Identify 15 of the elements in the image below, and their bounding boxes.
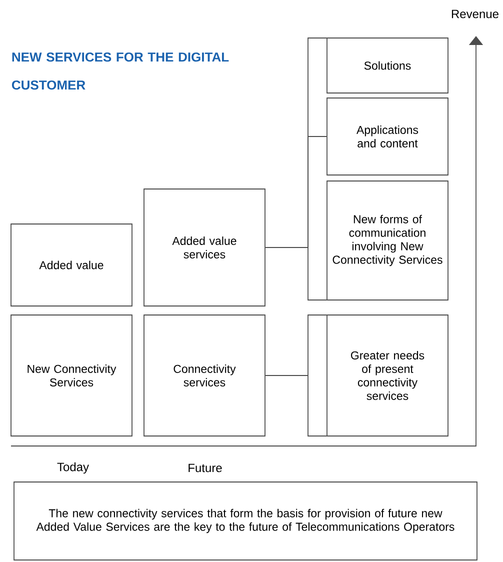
bracket-connector: [265, 247, 327, 300]
text-box: Solutions: [326, 38, 448, 94]
axis-label: Today: [57, 462, 89, 474]
text-box: Added value: [10, 224, 132, 306]
text-box: New forms of communication involving New Connectivity Services: [326, 180, 448, 300]
revenue-label: Revenue: [452, 10, 498, 18]
bracket-connector: [265, 314, 327, 436]
text-box: New Connectivity Services: [10, 314, 132, 436]
text-box: Connectivity services: [144, 314, 266, 436]
axis-label: Future: [188, 464, 222, 472]
note-box: The new connectivity services that form the basis for provision of future new Added Value Services are the key to the future of Telecommunications Operators: [14, 482, 478, 560]
text-box: Greater needs of present connectivity services: [326, 314, 448, 436]
title: NEW SERVICES FOR THE DIGITAL CUSTOMER: [12, 52, 229, 90]
text-box: Applications and content: [326, 98, 448, 176]
text-box: Added value services: [144, 188, 266, 306]
